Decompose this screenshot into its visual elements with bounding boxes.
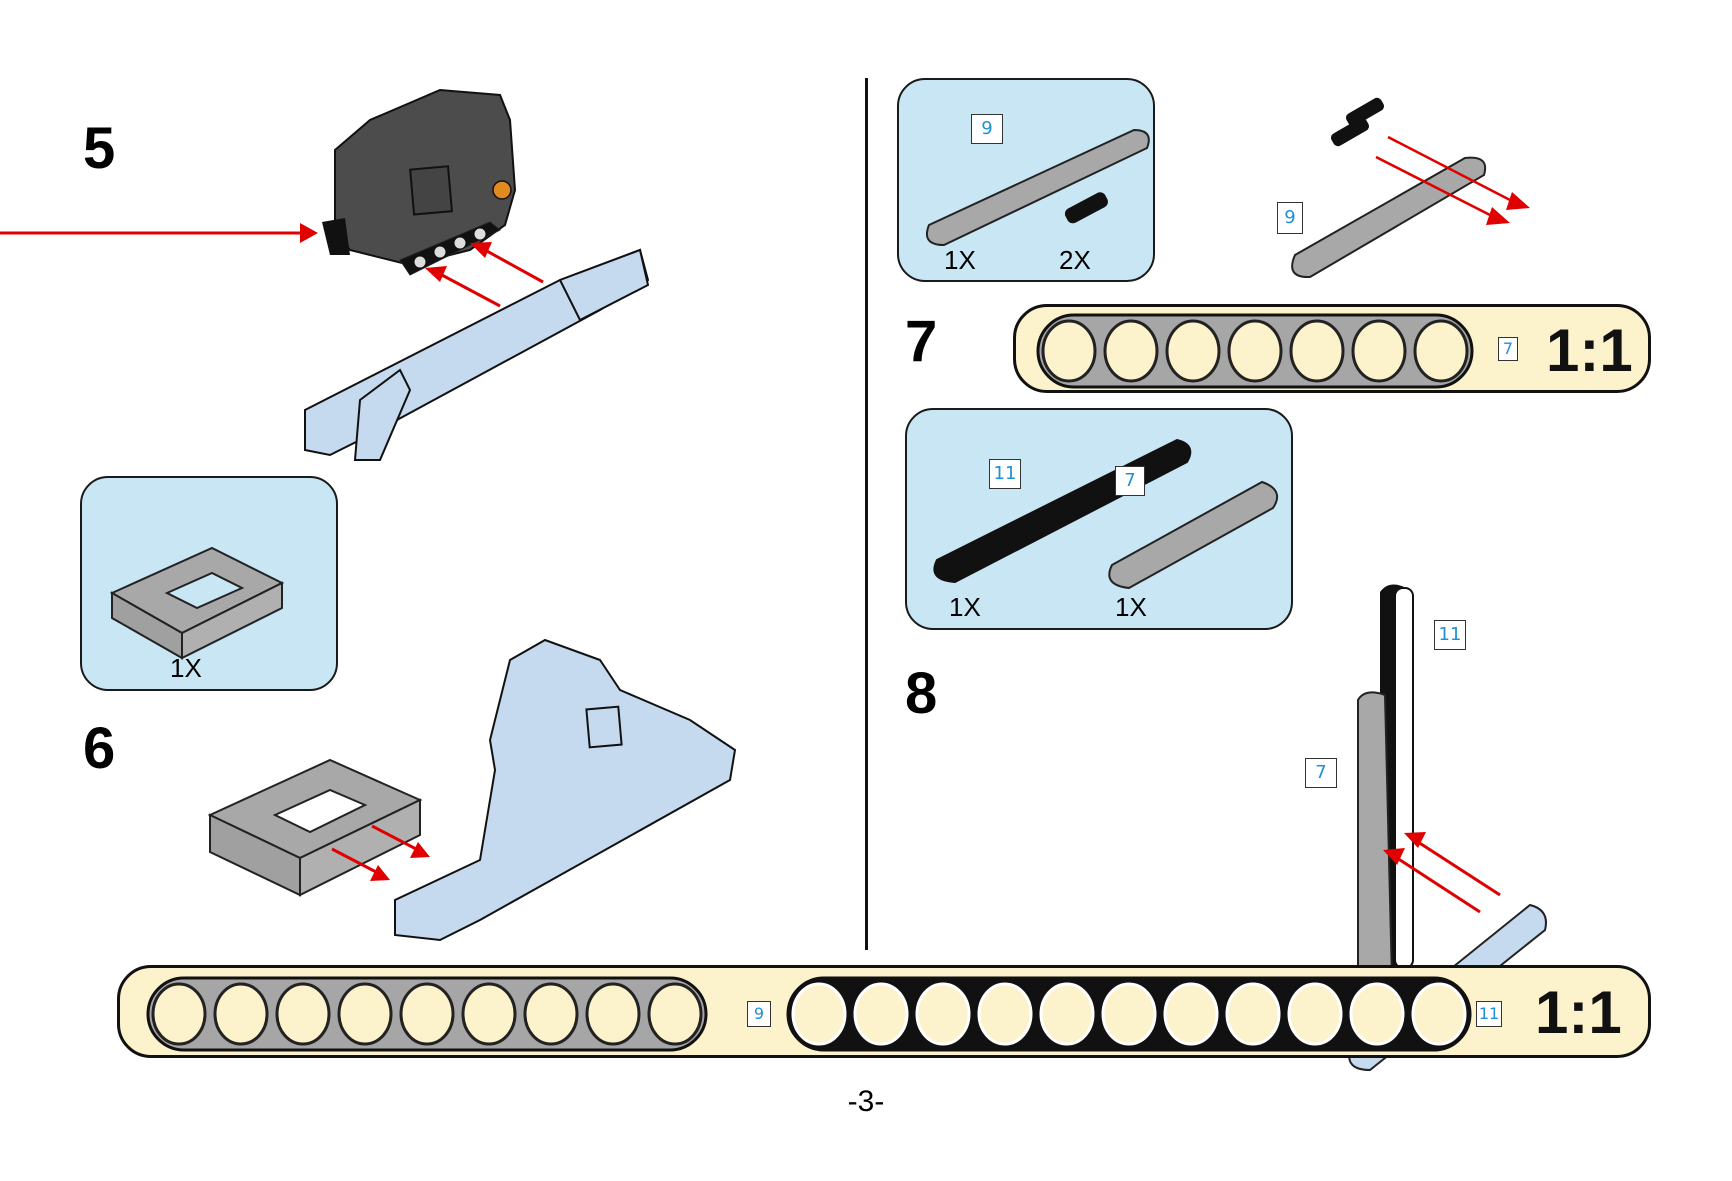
arrow-head xyxy=(370,865,390,881)
arrow-head xyxy=(1383,848,1405,865)
pin-connector-icon xyxy=(1064,192,1108,224)
beam-9-quantity: 1X xyxy=(944,245,976,275)
bottom-scale-bar: 9 11 1:1 xyxy=(117,965,1651,1058)
scale-beam-hole xyxy=(1163,982,1219,1046)
scale-beam-hole xyxy=(1413,319,1469,383)
scale-beam-hole xyxy=(213,982,269,1046)
scale-beam-hole xyxy=(399,982,455,1046)
scale-beam-hole xyxy=(1411,982,1467,1046)
scale-beam-hole xyxy=(1351,319,1407,383)
scale-beam-hole xyxy=(585,982,641,1046)
step-8-number-label: 8 xyxy=(905,661,938,726)
arrow-head xyxy=(425,266,447,282)
scale-beam-hole xyxy=(523,982,579,1046)
step-7-number: 7 xyxy=(905,309,938,374)
scale-beam-hole xyxy=(1289,319,1345,383)
beam-7-icon xyxy=(1108,480,1279,590)
pin-connector-quantity: 2X xyxy=(1059,245,1091,275)
scale-beam-hole xyxy=(1165,319,1221,383)
step-6-parts-box: 1X xyxy=(80,476,338,691)
page-number: -3- xyxy=(847,1085,885,1118)
scale-beam-hole xyxy=(1227,319,1283,383)
step-6-number: 6 xyxy=(83,716,116,781)
scale-beam-hole xyxy=(915,982,971,1046)
beam-11-length-tag: 11 xyxy=(989,459,1021,489)
step-7-parts-box: 9 1X 2X xyxy=(897,78,1155,282)
step-8-beam-11-tag: 11 xyxy=(1434,620,1466,650)
scale-beam-hole xyxy=(275,982,331,1046)
scale-beam-hole xyxy=(1103,319,1159,383)
arrow-head xyxy=(1404,832,1426,848)
beam-7-length-tag: 7 xyxy=(1115,466,1145,496)
dark-module-part xyxy=(322,88,517,276)
scale-beam-hole xyxy=(151,982,207,1046)
beam-7-scale-drawing xyxy=(1036,313,1474,389)
light-blue-beam-assembly xyxy=(304,248,650,461)
beam-9-length-tag: 9 xyxy=(971,114,1003,144)
arrow-head xyxy=(470,242,492,258)
open-frame-brick-part xyxy=(207,758,423,897)
beam-11-scale-tag: 11 xyxy=(1476,1001,1502,1027)
scale-beam-hole xyxy=(1041,319,1097,383)
arrow-head xyxy=(410,842,430,858)
column-divider xyxy=(865,78,868,950)
beam-9-11-scale-drawing xyxy=(146,976,1472,1052)
step-5-number: 5 xyxy=(83,116,116,181)
scale-beam-hole xyxy=(337,982,393,1046)
beam-7-scale-tag: 7 xyxy=(1498,337,1518,361)
bottom-scale-ratio-label: 1:1 xyxy=(1535,979,1622,1046)
step-7-scale-bar: 7 1:1 xyxy=(1013,304,1651,393)
beam-11-quantity: 1X xyxy=(949,592,981,622)
beam-9-icon xyxy=(925,128,1150,247)
scale-beam-hole xyxy=(977,982,1033,1046)
light-blue-assembly xyxy=(394,638,737,942)
scale-ratio-label: 1:1 xyxy=(1546,317,1633,384)
arrow-head xyxy=(1486,207,1510,225)
scale-beam-hole xyxy=(1039,982,1095,1046)
scale-beam-hole xyxy=(791,982,847,1046)
step-7-assembly-tag: 9 xyxy=(1277,202,1303,234)
step-8-parts-box: 11 7 1X 1X xyxy=(905,408,1293,630)
step-8-beam-7-tag: 7 xyxy=(1305,758,1337,788)
step-5-arrow-head xyxy=(300,223,318,243)
arrow-head xyxy=(1506,192,1530,210)
scale-beam-hole xyxy=(1101,982,1157,1046)
open-frame-brick-icon xyxy=(109,546,285,660)
scale-beam-hole xyxy=(1349,982,1405,1046)
scale-beam-hole xyxy=(647,982,703,1046)
scale-beam-hole xyxy=(1287,982,1343,1046)
beam-9-scale-tag: 9 xyxy=(747,1001,771,1027)
scale-beam-hole xyxy=(461,982,517,1046)
scale-beam-hole xyxy=(853,982,909,1046)
scale-beam-hole xyxy=(1225,982,1281,1046)
step-6-part-quantity: 1X xyxy=(170,653,202,683)
beam-7-quantity: 1X xyxy=(1115,592,1147,622)
